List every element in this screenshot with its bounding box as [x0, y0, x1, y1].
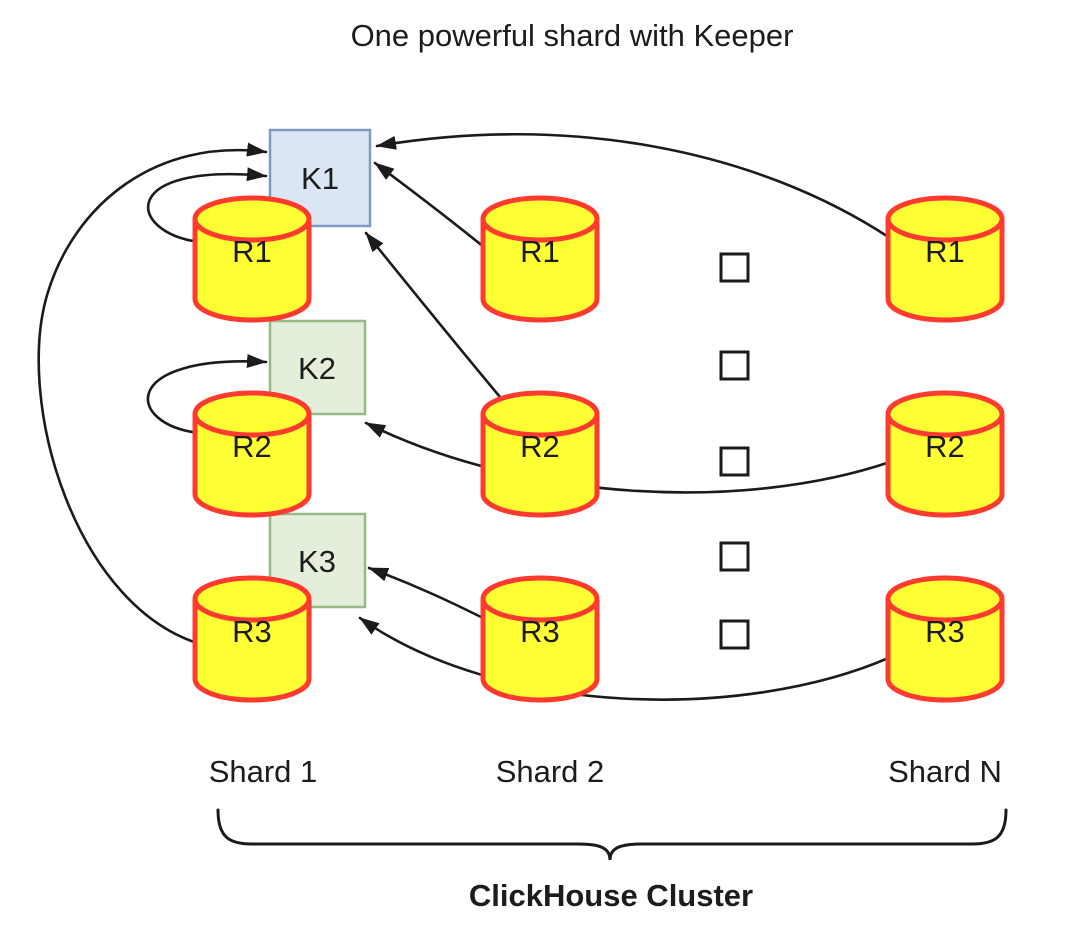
ellipsis-square: [719, 252, 750, 283]
replica-label: R2: [232, 429, 272, 464]
ellipsis-column: [719, 252, 750, 650]
arrow-shardN-r2-to-k2: [364, 421, 895, 494]
arrow-shard2-r1-to-k1: [373, 161, 492, 254]
replica-label: R3: [520, 614, 560, 649]
keeper-k2-label: K2: [298, 351, 336, 386]
shard1-replicas: R1 R2 R3: [192, 195, 312, 703]
keeper-k1-label: K1: [301, 161, 339, 196]
replica-label: R1: [520, 234, 560, 269]
arrow-shard1-r1-to-k1: [146, 167, 268, 244]
ellipsis-square: [719, 619, 750, 650]
ellipsis-square: [719, 446, 750, 477]
shard2-label: Shard 2: [496, 754, 605, 789]
ellipsis-square: [719, 350, 750, 381]
arrow-shard1-r2-to-k2: [146, 353, 268, 435]
replica-cylinder-shard2-r1: R1: [480, 195, 600, 323]
cluster-brace: [216, 808, 1008, 861]
arrow-shardN-r1-to-k1: [375, 132, 895, 242]
replica-label: R3: [232, 614, 272, 649]
arrow-shard2-r3-to-k3: [367, 566, 491, 623]
shardN-replicas: R1 R2 R3: [885, 195, 1005, 703]
shard1-label: Shard 1: [209, 754, 318, 789]
arrow-shard1-r3-to-k1: [37, 142, 268, 648]
ellipsis-square: [719, 541, 750, 572]
shard2-replicas: R1 R2 R3: [480, 195, 600, 703]
arrow-shard2-r2-to-k1: [364, 231, 507, 405]
replica-cylinder-shard1-r3: R3: [192, 575, 312, 703]
replica-cylinder-shard1-r1: R1: [192, 195, 312, 323]
replica-label: R1: [232, 234, 272, 269]
diagram-title: One powerful shard with Keeper: [351, 18, 794, 53]
replica-label: R1: [925, 234, 965, 269]
arrow-shardN-r3-to-k3: [358, 616, 895, 701]
replica-cylinder-shardN-r3: R3: [885, 575, 1005, 703]
replica-label: R2: [925, 429, 965, 464]
replica-cylinder-shard2-r3: R3: [480, 575, 600, 703]
keeper-k3-label: K3: [298, 544, 336, 579]
replica-cylinder-shardN-r2: R2: [885, 390, 1005, 518]
replica-cylinder-shard1-r2: R2: [192, 390, 312, 518]
replica-label: R2: [520, 429, 560, 464]
replica-label: R3: [925, 614, 965, 649]
replica-cylinder-shardN-r1: R1: [885, 195, 1005, 323]
connections-layer: [37, 132, 895, 701]
cluster-caption: ClickHouse Cluster: [469, 878, 753, 913]
replica-cylinder-shard2-r2: R2: [480, 390, 600, 518]
shardN-label: Shard N: [888, 754, 1002, 789]
